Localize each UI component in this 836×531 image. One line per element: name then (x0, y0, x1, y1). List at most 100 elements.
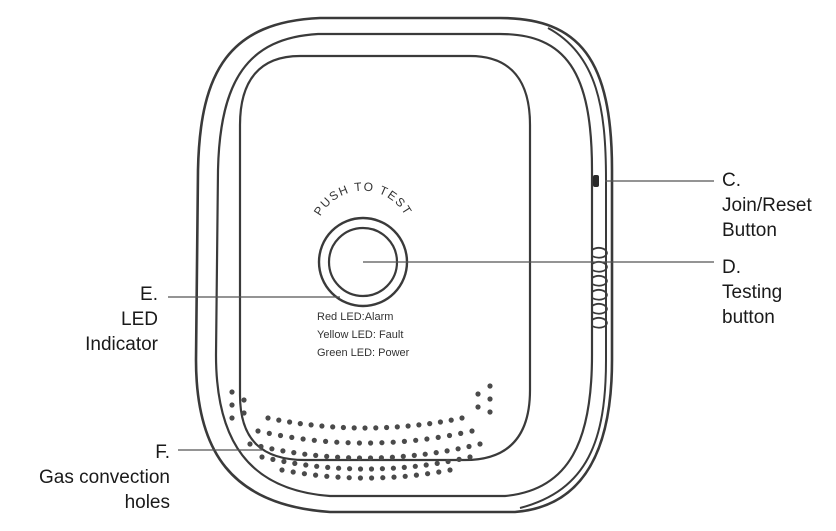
convection-hole (229, 415, 235, 421)
convection-hole (412, 463, 418, 469)
callout-e-line-1: LED (121, 309, 158, 330)
convection-hole (313, 472, 319, 478)
convection-hole (389, 454, 395, 460)
convection-hole (340, 424, 346, 431)
convection-hole (379, 440, 385, 446)
device-side-edge (519, 27, 607, 509)
callout-d-line-2: button (722, 307, 775, 328)
convection-hole (437, 419, 443, 425)
convection-hole (394, 424, 400, 430)
convection-hole (356, 440, 362, 446)
convection-hole (435, 434, 441, 440)
convection-hole (401, 464, 407, 470)
convection-hole (324, 453, 330, 459)
side-vent-slot (591, 246, 608, 259)
convection-hole (477, 441, 483, 447)
convection-hole (390, 439, 396, 445)
convection-hole (301, 471, 307, 477)
led-legend-green: Green LED: Power (317, 347, 410, 359)
convection-hole (436, 469, 442, 475)
side-vent-slot (591, 288, 608, 301)
convection-hole (413, 472, 419, 478)
convection-hole (330, 424, 336, 430)
convection-hole (456, 456, 462, 462)
device-bezel (214, 32, 594, 498)
convection-hole (416, 422, 422, 428)
convection-hole (447, 467, 453, 473)
convection-hole (467, 454, 473, 460)
callout-e-line-2: Indicator (85, 334, 158, 355)
convection-hole (459, 415, 465, 421)
convection-hole (279, 467, 285, 473)
convection-hole (368, 466, 375, 472)
convection-hole (475, 391, 481, 397)
convection-hole (351, 425, 357, 431)
convection-hole (357, 475, 363, 481)
convection-hole (259, 454, 265, 460)
convection-hole (241, 410, 247, 416)
convection-hole (368, 440, 374, 446)
convection-hole (369, 475, 375, 481)
callout-led-indicator: E. LED Indicator (85, 282, 158, 357)
convection-hole (390, 465, 396, 471)
convection-hole (346, 455, 352, 461)
convection-hole (434, 460, 440, 466)
convection-hole (362, 425, 368, 431)
convection-hole (402, 473, 408, 479)
side-vent-slot (591, 274, 608, 287)
convection-hole (258, 443, 264, 450)
convection-hole (291, 450, 297, 456)
convection-hole (455, 446, 461, 452)
callout-c-letter: C. (722, 170, 741, 191)
convection-hole (308, 422, 314, 428)
convection-hole (255, 428, 261, 434)
convection-hole (345, 440, 351, 446)
convection-hole (289, 434, 295, 440)
convection-hole (319, 423, 325, 429)
callout-f-letter: F. (155, 442, 170, 463)
join-reset-button[interactable] (593, 175, 599, 187)
convection-hole (314, 463, 320, 469)
convection-hole (433, 450, 439, 456)
callout-e-letter: E. (140, 284, 158, 305)
convection-hole (290, 469, 296, 475)
convection-hole (413, 437, 419, 443)
convection-hole (311, 437, 317, 443)
convection-hole (241, 397, 247, 403)
gas-convection-holes (229, 383, 493, 481)
convection-hole (391, 474, 397, 480)
convection-hole (446, 432, 453, 439)
convection-hole (475, 404, 481, 410)
convection-hole (423, 462, 429, 468)
callout-testing-button: D. Testing button (722, 255, 782, 330)
convection-hole (276, 417, 282, 423)
convection-hole (280, 448, 286, 454)
callout-d-letter: D. (722, 257, 741, 278)
led-legend-yellow: Yellow LED: Fault (317, 329, 403, 341)
convection-hole (487, 396, 493, 402)
convection-hole (448, 417, 454, 423)
callout-join-reset: C. Join/Reset Button (722, 168, 812, 243)
convection-hole (313, 452, 319, 458)
convection-hole (401, 438, 407, 444)
convection-hole (297, 421, 303, 427)
convection-hole (400, 453, 406, 459)
convection-hole (424, 436, 430, 442)
callout-gas-holes: F. Gas convection holes (39, 440, 170, 515)
convection-hole (487, 409, 493, 415)
convection-hole (324, 473, 330, 479)
convection-hole (292, 460, 298, 466)
convection-hole (269, 446, 275, 452)
convection-hole (325, 464, 331, 470)
convection-hole (469, 428, 475, 434)
convection-hole (335, 454, 341, 460)
callout-c-line-2: Button (722, 220, 777, 241)
convection-hole (357, 466, 364, 472)
convection-hole (373, 425, 379, 431)
convection-hole (458, 430, 464, 436)
convection-hole (425, 471, 431, 477)
convection-hole (247, 441, 253, 447)
side-vent-slot (591, 302, 608, 315)
led-legend-red: Red LED:Alarm (317, 311, 393, 323)
convection-hole (405, 423, 411, 429)
